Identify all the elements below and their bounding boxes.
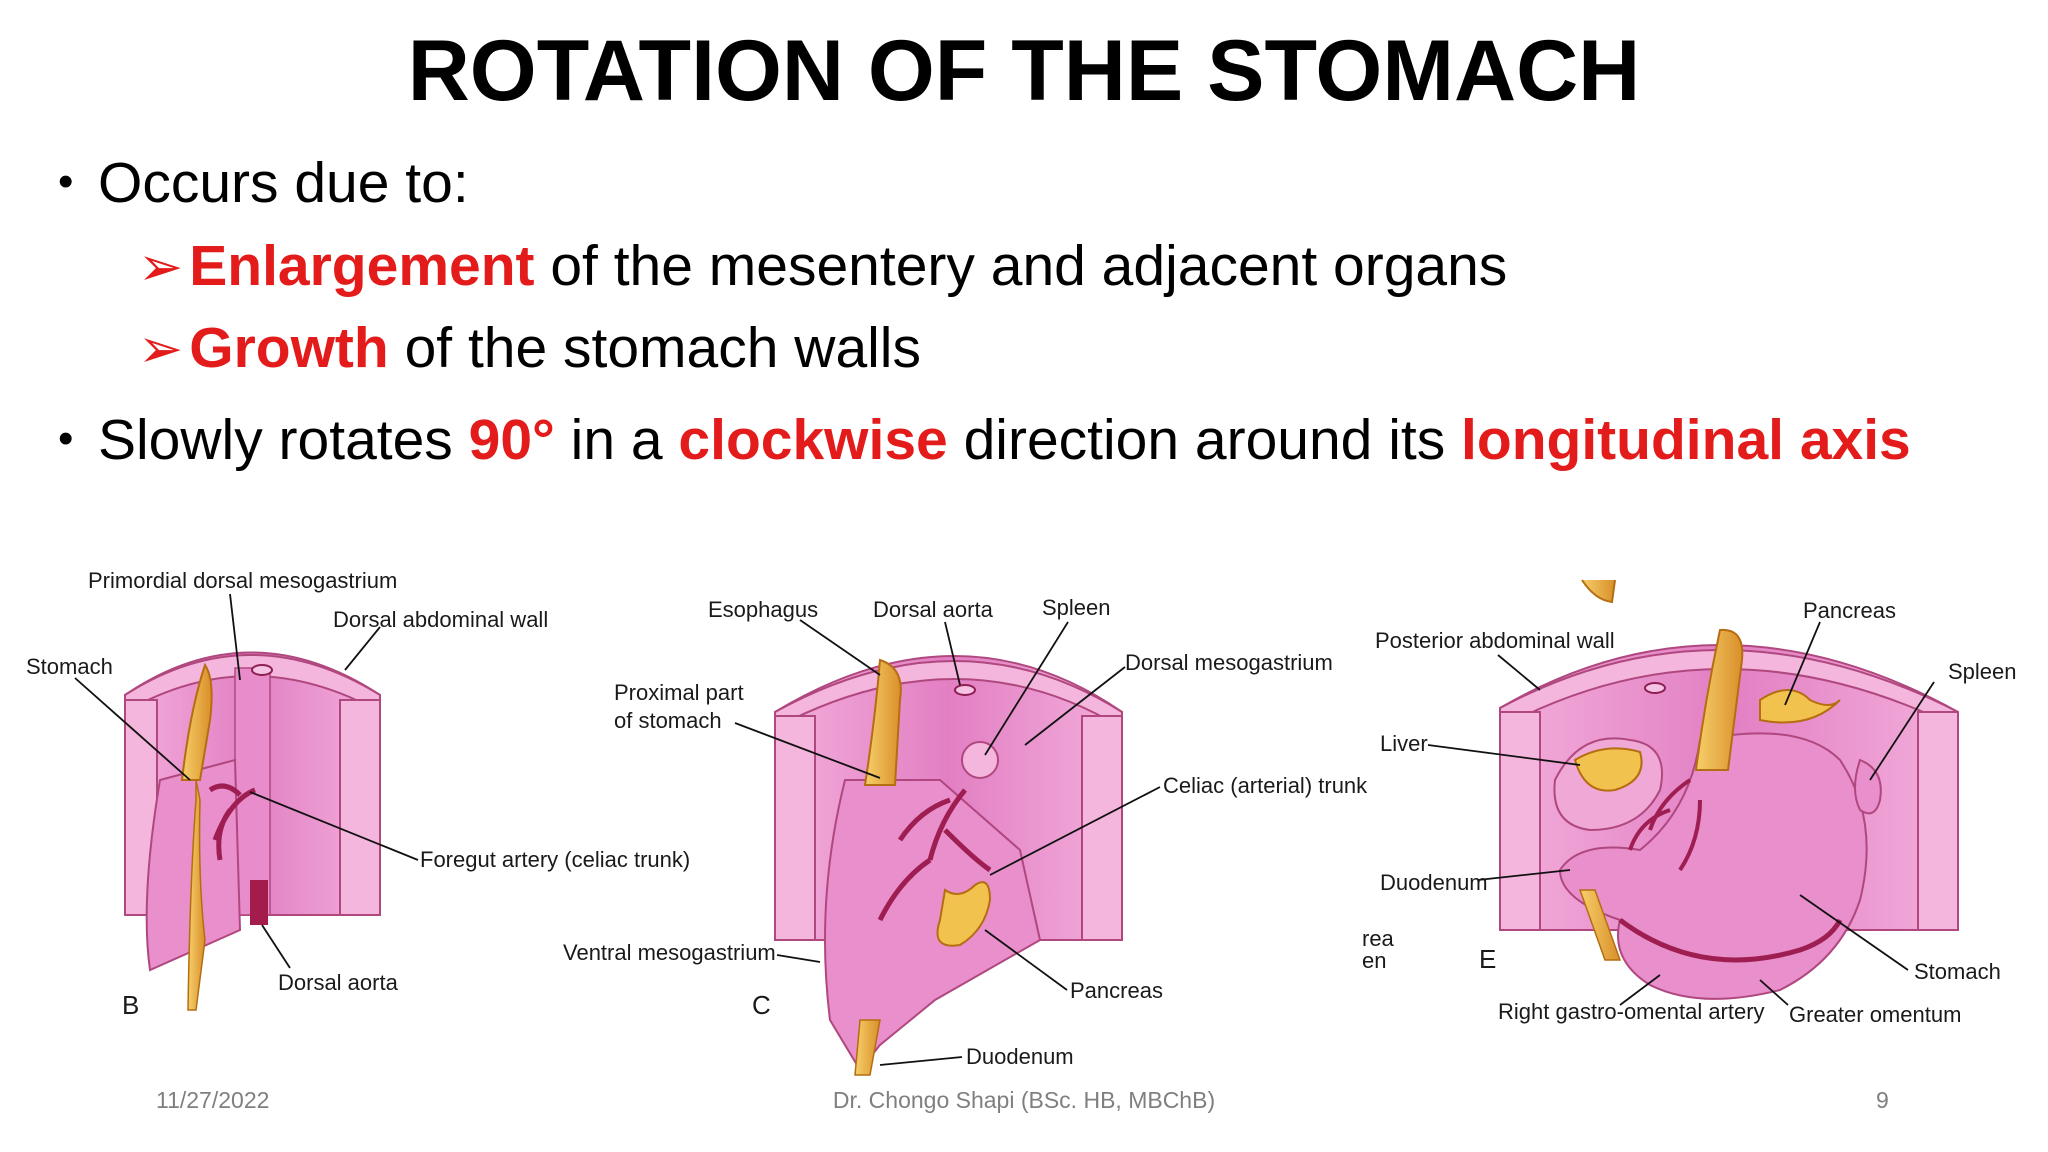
highlight-90-degrees: 90°	[468, 408, 555, 472]
label-duodenum-c: Duodenum	[966, 1044, 1074, 1069]
label-primordial-dorsal-mesogastrium: Primordial dorsal mesogastrium	[88, 568, 397, 593]
bullet-text: direction around its	[947, 408, 1462, 472]
bullet-text: Slowly rotates	[98, 408, 469, 472]
footer-author: Dr. Chongo Shapi (BSc. HB, MBChB)	[832, 1087, 1216, 1113]
panel-letter-c: C	[752, 990, 771, 1020]
label-ventral-mesogastrium: Ventral mesogastrium	[563, 940, 776, 965]
label-spleen-c: Spleen	[1042, 595, 1111, 620]
panel-letter-e: E	[1479, 944, 1496, 974]
slide-title: ROTATION OF THE STOMACH	[407, 23, 1641, 119]
bullet-rotation: •Slowly rotates 90° in a clockwise direc…	[58, 412, 1911, 469]
highlight-growth: Growth	[189, 316, 389, 380]
highlight-clockwise: clockwise	[678, 408, 948, 472]
label-duodenum-e: Duodenum	[1380, 870, 1488, 895]
label-greater-omentum: Greater omentum	[1789, 1002, 1961, 1027]
panel-c-leaders	[734, 619, 1161, 1066]
stomach-rotation-figure: Primordial dorsal mesogastrium Dorsal ab…	[26, 568, 2017, 1076]
footer-page-number: 9	[1876, 1087, 1889, 1113]
label-liver: Liver	[1380, 731, 1428, 756]
panel-c-drawing	[774, 655, 1123, 1076]
panel-e-leaders	[1427, 621, 1935, 1006]
label-dorsal-mesogastrium: Dorsal mesogastrium	[1125, 650, 1333, 675]
panel-b-leaders	[74, 593, 419, 969]
sub-bullet-enlargement: ➢Enlargement of the mesentery and adjace…	[138, 238, 1507, 295]
label-stomach-e: Stomach	[1914, 959, 2001, 984]
bullet-text: in a	[554, 408, 679, 472]
label-celiac-trunk: Celiac (arterial) trunk	[1163, 773, 1368, 798]
label-cut-fragment-1: rea	[1362, 926, 1395, 951]
sub-bullet-growth: ➢Growth of the stomach walls	[138, 320, 921, 377]
panel-e-drawing	[1499, 579, 1959, 1000]
label-proximal-part: Proximal part	[614, 680, 744, 705]
label-esophagus: Esophagus	[708, 597, 818, 622]
highlight-longitudinal-axis: longitudinal axis	[1461, 408, 1911, 472]
label-stomach-b: Stomach	[26, 654, 113, 679]
highlight-enlargement: Enlargement	[189, 234, 535, 298]
label-dorsal-aorta-b: Dorsal aorta	[278, 970, 399, 995]
label-pancreas-c: Pancreas	[1070, 978, 1163, 1003]
panel-b-drawing	[124, 651, 381, 1011]
label-posterior-abdominal-wall: Posterior abdominal wall	[1375, 628, 1615, 653]
sub-bullet-text: of the stomach walls	[388, 316, 921, 380]
arrow-bullet-icon: ➢	[138, 319, 184, 379]
label-spleen-e: Spleen	[1948, 659, 2017, 684]
label-dorsal-abdominal-wall: Dorsal abdominal wall	[333, 607, 548, 632]
bullet-occurs: •Occurs due to:	[58, 155, 469, 212]
arrow-bullet-icon: ➢	[138, 237, 184, 297]
label-pancreas-e: Pancreas	[1803, 598, 1896, 623]
panel-letter-b: B	[122, 990, 139, 1020]
label-right-gastro-omental-artery: Right gastro-omental artery	[1498, 999, 1765, 1024]
bullet-dot-icon: •	[58, 414, 74, 463]
label-dorsal-aorta-c: Dorsal aorta	[873, 597, 994, 622]
sub-bullet-text: of the mesentery and adjacent organs	[534, 234, 1508, 298]
footer-date: 11/27/2022	[156, 1087, 270, 1113]
bullet-dot-icon: •	[58, 157, 74, 206]
label-of-stomach: of stomach	[614, 708, 722, 733]
bullet-text: Occurs due to:	[98, 151, 469, 215]
label-foregut-artery: Foregut artery (celiac trunk)	[420, 847, 690, 872]
label-cut-fragment-2: en	[1362, 948, 1386, 973]
